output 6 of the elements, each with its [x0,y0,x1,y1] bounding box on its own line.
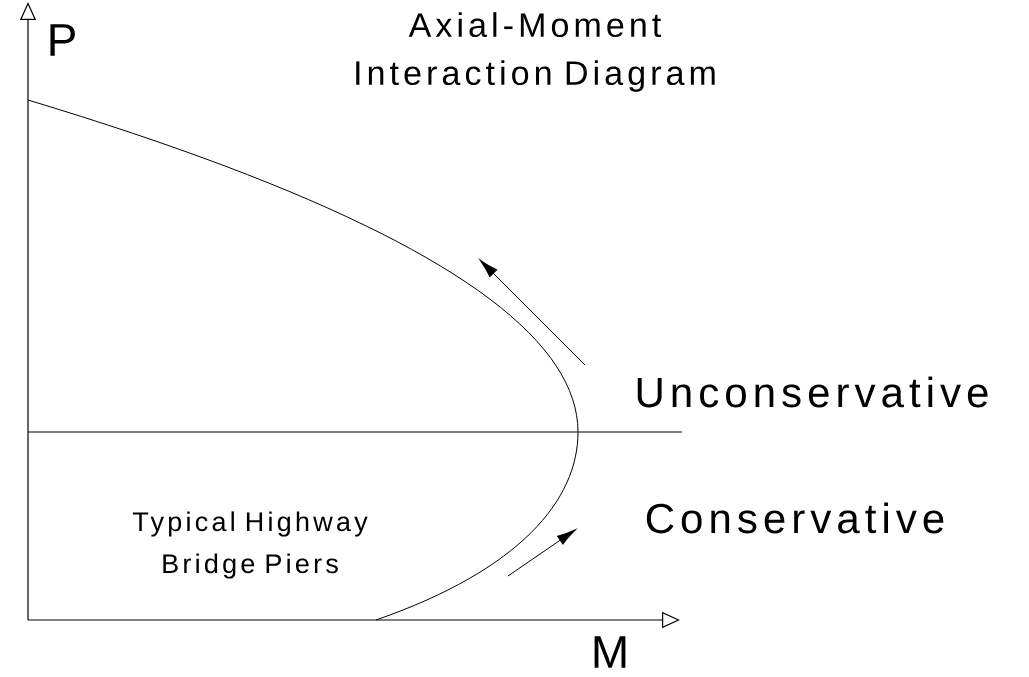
title: Axial-Moment Interaction Diagram [356,12,715,92]
region-label: Conservative [646,502,944,534]
axis-label: M [594,636,626,668]
region-label: Typical Highway Bridge Piers [132,511,368,579]
region-label: Unconservative [637,376,988,408]
axis-label: P [50,24,75,56]
